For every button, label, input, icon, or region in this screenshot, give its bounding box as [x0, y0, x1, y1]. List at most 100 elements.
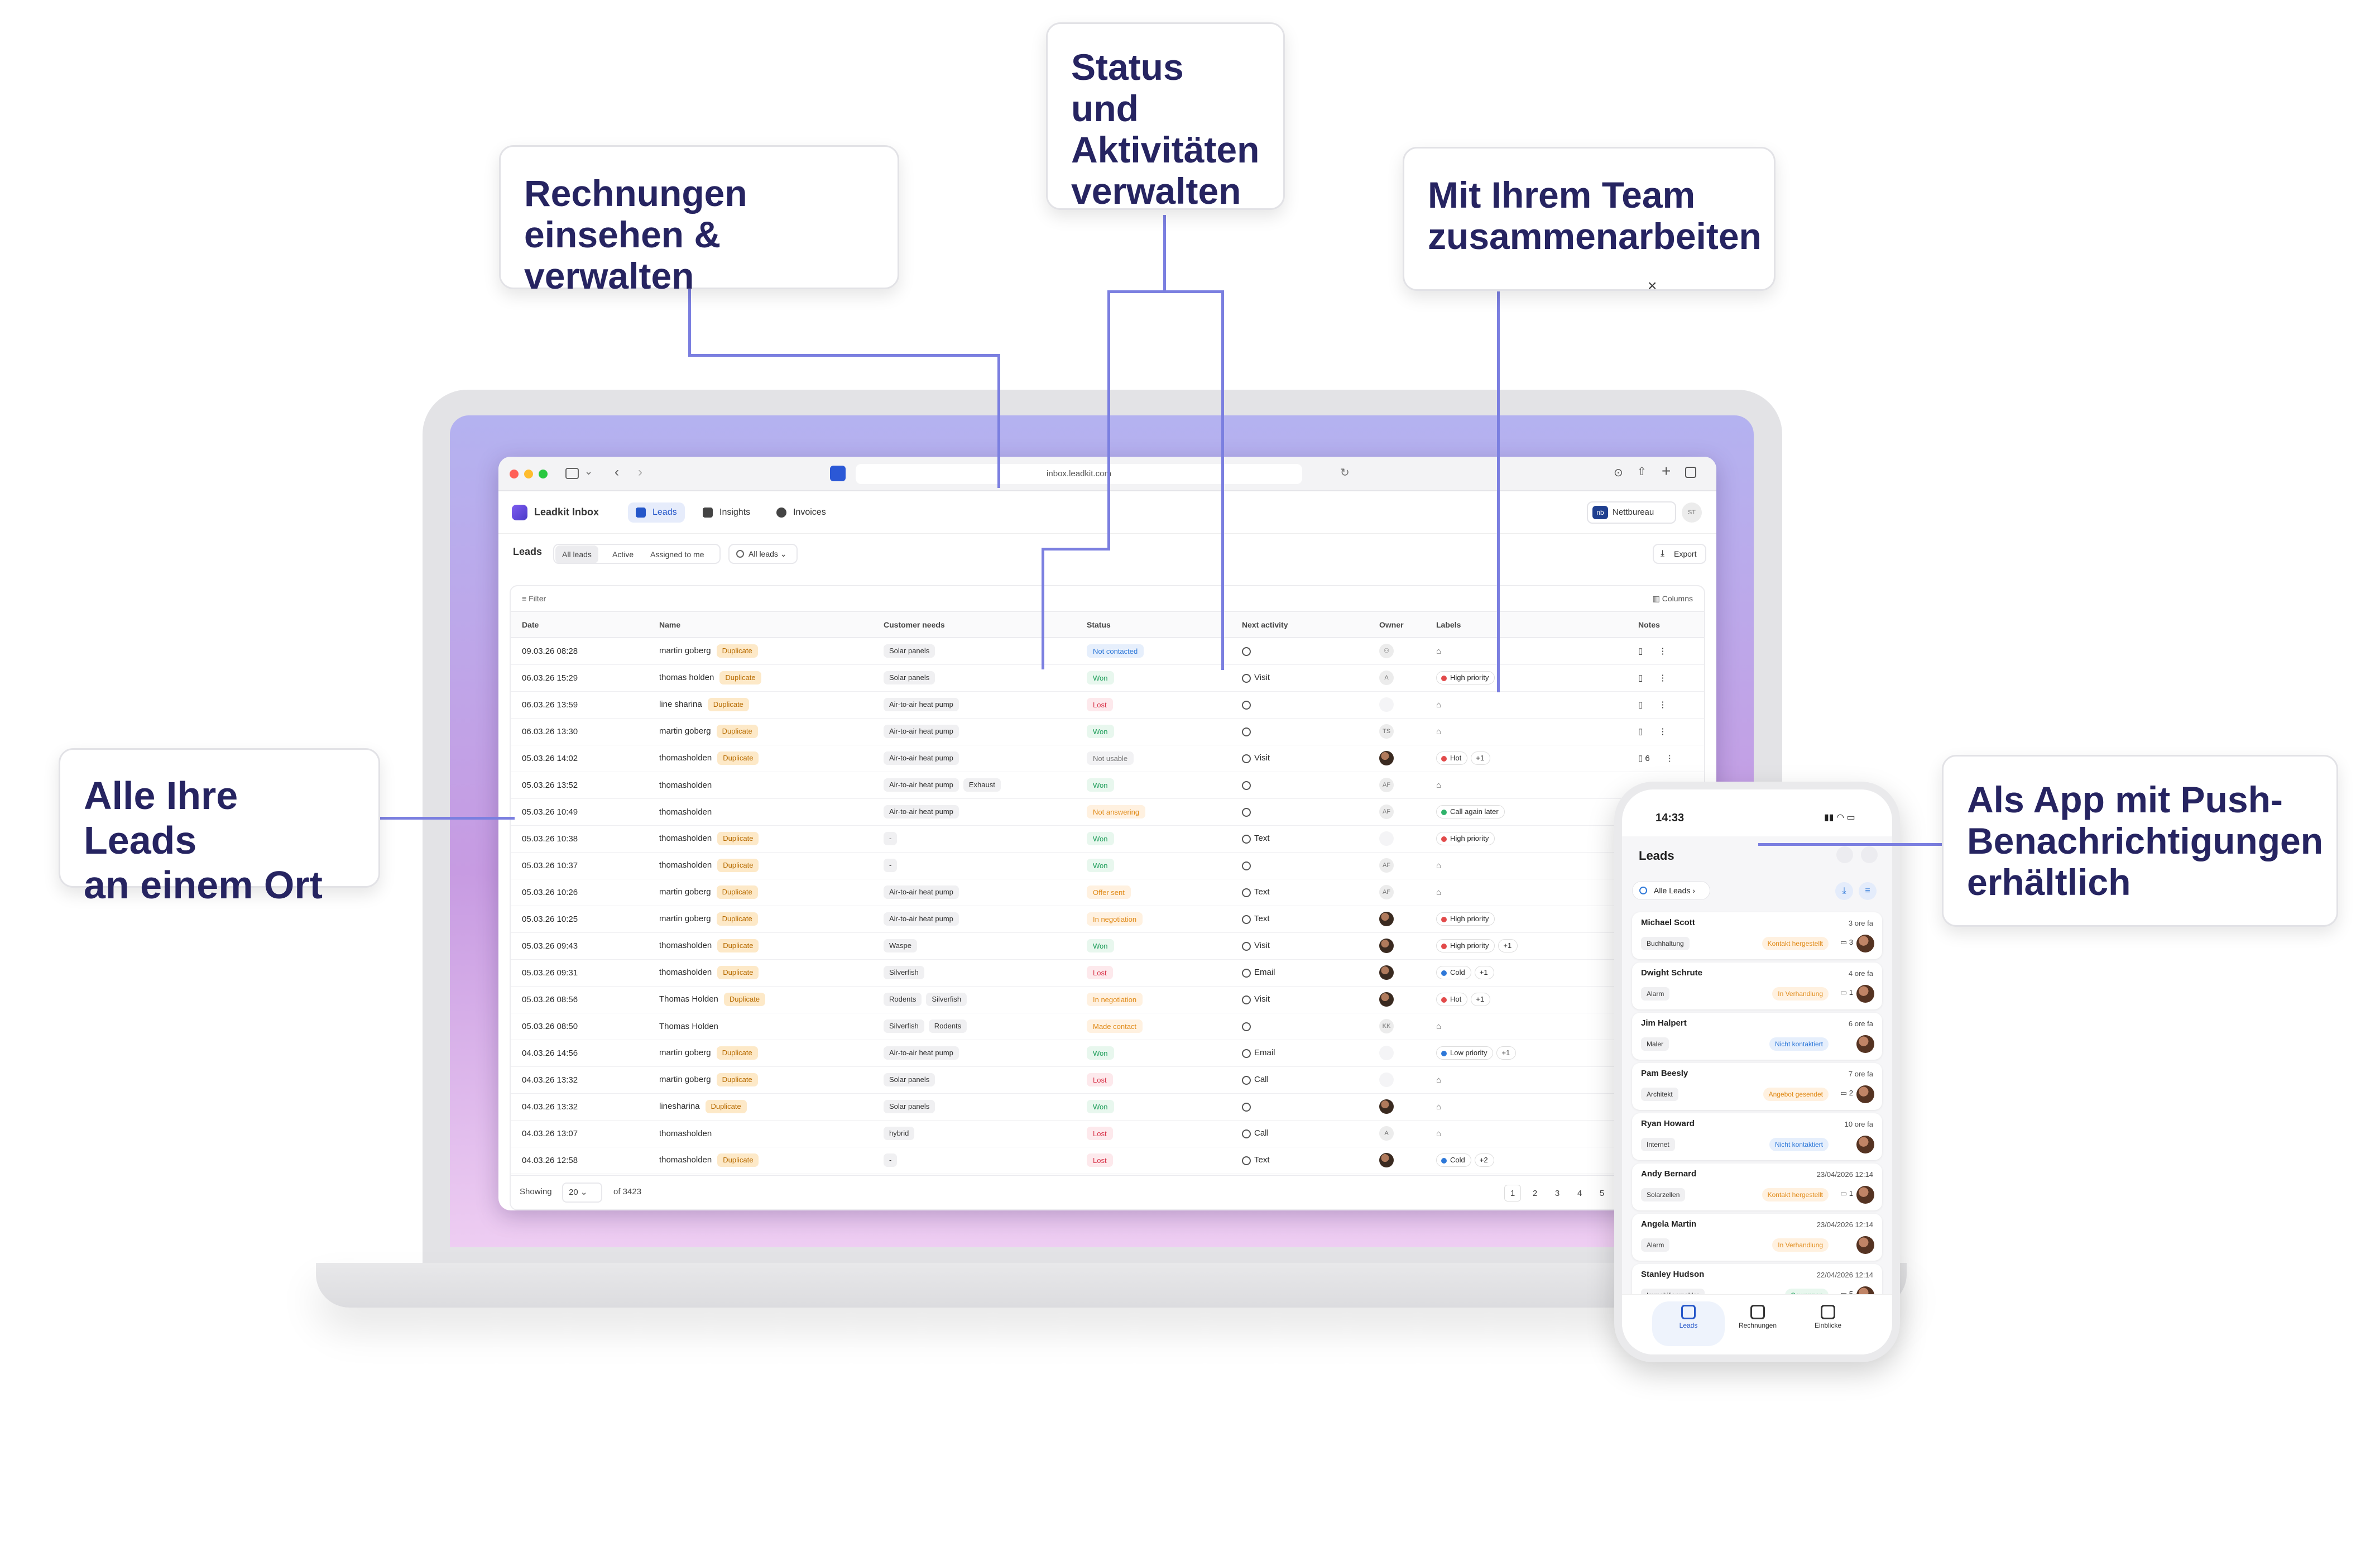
status-badge[interactable]: Lost: [1087, 698, 1113, 711]
lead-name[interactable]: linesharina: [659, 1101, 700, 1111]
lead-name[interactable]: thomasholden: [659, 780, 712, 790]
settings-icon[interactable]: [1861, 846, 1878, 863]
label-chip[interactable]: Call again later: [1436, 805, 1505, 818]
tag-icon[interactable]: ⌂: [1436, 646, 1442, 656]
column-header-owner[interactable]: Owner: [1368, 612, 1425, 638]
notes-icon[interactable]: ▯: [1638, 673, 1645, 683]
owner-avatar[interactable]: AF: [1379, 778, 1394, 792]
tag-icon[interactable]: ⌂: [1436, 700, 1442, 710]
more-menu-icon[interactable]: ⋮: [1658, 727, 1667, 736]
label-more-badge[interactable]: +1: [1496, 1046, 1517, 1060]
lead-name[interactable]: thomasholden: [659, 940, 712, 950]
all-leads-select[interactable]: All leads ⌄: [728, 544, 798, 564]
status-badge[interactable]: In negotiation: [1087, 912, 1143, 926]
activity-icon[interactable]: [1242, 888, 1251, 897]
lead-name[interactable]: thomasholden: [659, 967, 712, 977]
segment-assigned-to-me[interactable]: Assigned to me: [650, 550, 704, 559]
owner-placeholder[interactable]: [1379, 697, 1394, 712]
activity-icon[interactable]: [1242, 968, 1251, 978]
tag-icon[interactable]: ⌂: [1436, 1128, 1442, 1138]
clock-icon[interactable]: [1242, 647, 1251, 656]
status-badge[interactable]: Lost: [1087, 966, 1113, 979]
status-badge[interactable]: Won: [1087, 832, 1114, 845]
mobile-tab-invoices[interactable]: Rechnungen: [1721, 1301, 1794, 1329]
owner-avatar[interactable]: [1379, 912, 1394, 926]
tabs-overview-icon[interactable]: [1685, 467, 1696, 478]
label-chip[interactable]: High priority: [1436, 939, 1495, 952]
label-chip[interactable]: Low priority: [1436, 1046, 1494, 1060]
column-header-next-activity[interactable]: Next activity: [1231, 612, 1368, 638]
notes-icon[interactable]: ▯: [1638, 727, 1645, 736]
lead-name[interactable]: thomasholden: [659, 833, 712, 843]
owner-avatar[interactable]: A: [1379, 671, 1394, 685]
owner-avatar[interactable]: [1379, 1099, 1394, 1114]
label-chip[interactable]: Hot: [1436, 993, 1468, 1006]
more-menu-icon[interactable]: ⋮: [1658, 673, 1667, 683]
status-badge[interactable]: Won: [1087, 725, 1114, 738]
owner-avatar[interactable]: TS: [1379, 724, 1394, 739]
lead-name[interactable]: Thomas Holden: [659, 994, 718, 1004]
activity-icon[interactable]: [1242, 673, 1251, 683]
column-header-status[interactable]: Status: [1076, 612, 1231, 638]
label-more-badge[interactable]: +2: [1474, 1153, 1494, 1167]
tag-icon[interactable]: ⌂: [1436, 1075, 1442, 1085]
label-chip[interactable]: Hot: [1436, 751, 1468, 765]
page-number-button[interactable]: 5: [1599, 1189, 1605, 1198]
status-badge[interactable]: Not contacted: [1087, 644, 1144, 658]
tag-icon[interactable]: ⌂: [1436, 1021, 1442, 1031]
page-size-select[interactable]: 20 ⌄: [562, 1183, 602, 1203]
lead-name[interactable]: Thomas Holden: [659, 1021, 718, 1031]
activity-icon[interactable]: [1242, 1075, 1251, 1085]
lead-name[interactable]: martin goberg: [659, 887, 711, 897]
tag-icon[interactable]: ⌂: [1436, 1102, 1442, 1112]
more-menu-icon[interactable]: ⋮: [1658, 647, 1667, 657]
lead-name[interactable]: thomas holden: [659, 672, 714, 682]
label-more-badge[interactable]: +1: [1474, 966, 1494, 979]
lead-name[interactable]: martin goberg: [659, 726, 711, 736]
lead-name[interactable]: thomasholden: [659, 1128, 712, 1138]
owner-avatar[interactable]: AF: [1379, 858, 1394, 873]
clock-icon[interactable]: [1242, 861, 1251, 870]
owner-placeholder[interactable]: [1379, 1046, 1394, 1060]
person-icon[interactable]: ⚇: [1379, 644, 1394, 659]
notes-icon[interactable]: ▯: [1638, 754, 1645, 763]
notes-icon[interactable]: ▯: [1638, 700, 1645, 710]
status-badge[interactable]: Won: [1087, 939, 1114, 952]
user-avatar[interactable]: ST: [1682, 502, 1702, 523]
page-number-button[interactable]: 4: [1577, 1189, 1582, 1198]
label-more-badge[interactable]: +1: [1471, 993, 1491, 1006]
sidebar-toggle-icon[interactable]: [565, 468, 579, 479]
clock-icon[interactable]: [1242, 807, 1251, 817]
tab-insights[interactable]: Insights: [695, 502, 758, 523]
back-icon[interactable]: ‹: [615, 465, 619, 480]
lead-name[interactable]: thomasholden: [659, 807, 712, 817]
mobile-tab-insights[interactable]: Einblicke: [1792, 1301, 1864, 1329]
search-icon[interactable]: [1836, 846, 1853, 863]
more-menu-icon[interactable]: ⋮: [1658, 700, 1667, 710]
segment-active[interactable]: Active: [612, 550, 634, 559]
reload-icon[interactable]: ↻: [1340, 467, 1350, 479]
lead-name[interactable]: martin goberg: [659, 646, 711, 656]
activity-icon[interactable]: [1242, 834, 1251, 844]
download-icon[interactable]: ⊙: [1614, 467, 1623, 479]
status-badge[interactable]: Won: [1087, 778, 1114, 792]
activity-icon[interactable]: [1242, 941, 1251, 951]
owner-avatar[interactable]: [1379, 939, 1394, 953]
export-button[interactable]: ⤓ Export: [1653, 544, 1706, 564]
clock-icon[interactable]: [1242, 1102, 1251, 1112]
status-badge[interactable]: Lost: [1087, 1073, 1113, 1086]
maximize-window-button[interactable]: [539, 470, 548, 478]
owner-avatar[interactable]: KK: [1379, 1019, 1394, 1033]
